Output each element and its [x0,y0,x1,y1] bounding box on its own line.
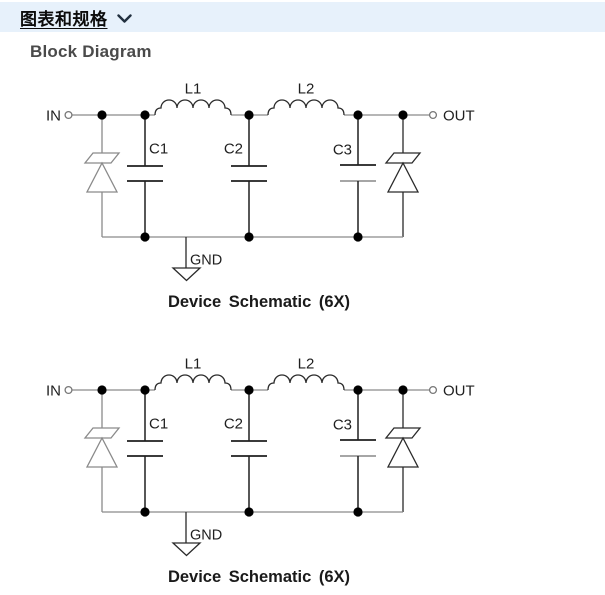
ground-symbol [171,237,202,282]
tvs-diode-right [384,394,422,512]
l1-label: L1 [185,356,202,373]
capacitor-c1 [127,119,163,237]
c1-label: C1 [149,416,168,433]
device-schematic-figure-2: IN OUT L1 L2 C1 C2 C3 GND Device Schemat… [0,355,605,595]
block-diagram-heading: Block Diagram [30,42,152,61]
schematic-caption-1: Device Schematic (6X) [167,293,351,311]
inductor-l1 [154,99,232,116]
tvs-diode-right [384,119,422,237]
in-label: IN [46,108,61,125]
out-label: OUT [443,383,475,400]
c3-label: C3 [333,142,352,159]
inductor-l2 [267,374,345,391]
c1-label: C1 [149,141,168,158]
out-terminal [428,110,438,120]
l2-label: L2 [298,356,315,373]
junction-dots [97,385,408,517]
tvs-diode-left [83,394,121,512]
l1-label: L1 [185,81,202,98]
tvs-diode-left [83,119,121,237]
c3-label: C3 [333,417,352,434]
capacitor-c1 [127,394,163,512]
ground-symbol [171,512,202,557]
chevron-down-icon[interactable] [116,13,132,24]
device-schematic-figure-1: IN OUT L1 L2 C1 C2 C3 GND Device Schemat… [0,80,605,320]
capacitor-c3 [340,119,376,237]
section-title-link[interactable]: 图表和规格 [20,9,108,29]
in-label: IN [46,383,61,400]
capacitor-c2 [231,394,267,512]
schematic-caption-2: Device Schematic (6X) [167,568,351,586]
in-terminal [64,385,73,395]
capacitor-c2 [231,119,267,237]
circuit-schematic-2: IN OUT L1 L2 C1 C2 C3 GND [46,356,475,557]
out-terminal [428,385,438,395]
circuit-schematic-1: IN OUT L1 L2 C1 C2 C3 GND [46,81,475,282]
l2-label: L2 [298,81,315,98]
c2-label: C2 [224,416,243,433]
capacitor-c3 [340,394,376,512]
section-header-band: 图表和规格 [0,2,605,32]
out-label: OUT [443,108,475,125]
gnd-label: GND [190,253,222,269]
inductor-l2 [267,99,345,116]
c2-label: C2 [224,141,243,158]
inductor-l1 [154,374,232,391]
junction-dots [97,110,408,242]
gnd-label: GND [190,528,222,544]
in-terminal [64,110,73,120]
